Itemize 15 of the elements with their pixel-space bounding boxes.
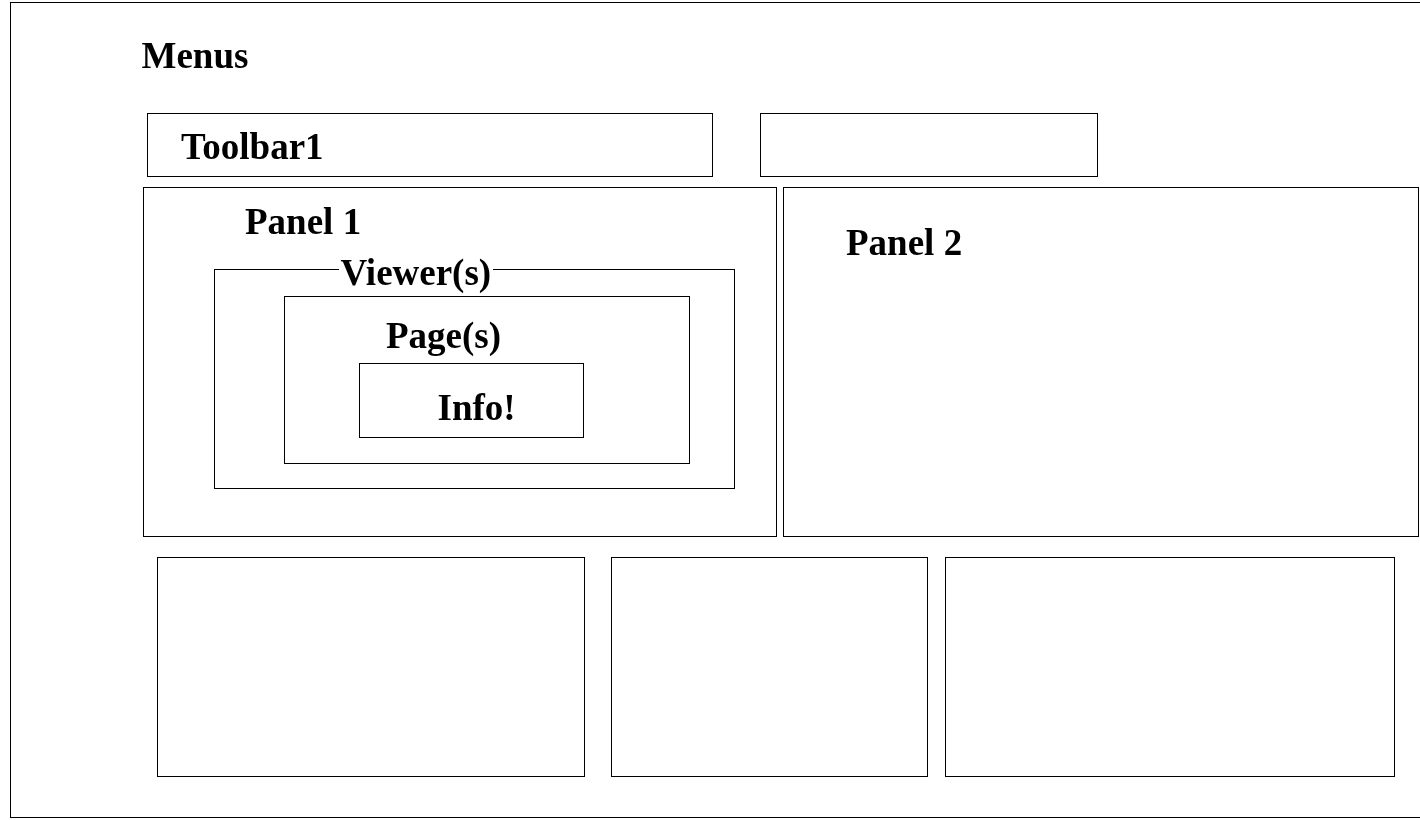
empty-box [610, 556, 928, 777]
panel-box [782, 186, 1419, 537]
box-label: Menus [140, 35, 250, 77]
box-label: Panel 2 [845, 223, 964, 264]
page-box [283, 295, 690, 464]
box-label: Toolbar1 [180, 127, 325, 168]
toolbar-box [146, 112, 713, 177]
window-frame [10, 2, 1420, 818]
empty-box [944, 556, 1395, 777]
panel-box [142, 186, 777, 537]
info-box [359, 363, 584, 438]
toolbar-box [759, 112, 1098, 177]
box-label: Info! [436, 387, 517, 429]
box-label: Page(s) [385, 316, 503, 357]
empty-box [156, 556, 585, 777]
